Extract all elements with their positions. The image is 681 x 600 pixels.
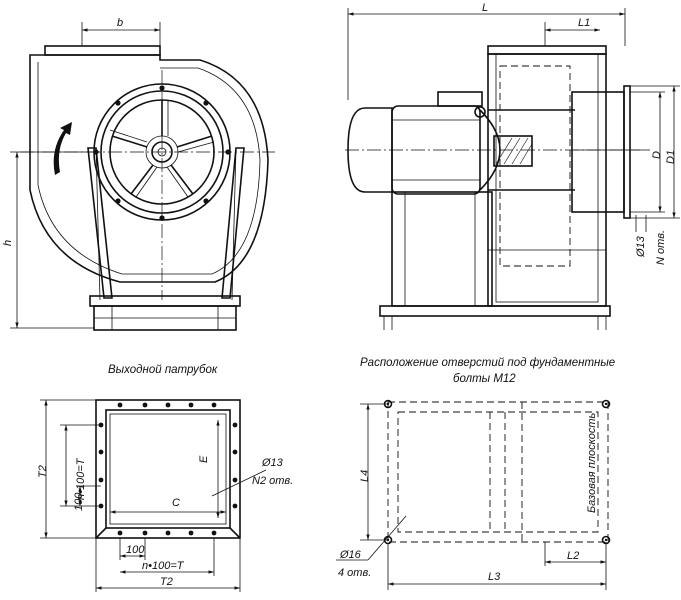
dim-E: E bbox=[198, 455, 210, 463]
outlet-view: T2 n•100=T 100 E C Ø13 N2 отв. 100 n•100… bbox=[37, 399, 293, 592]
caption-foundation-2: болты М12 bbox=[453, 373, 516, 385]
dim-C: C bbox=[172, 497, 180, 509]
dim-T2-bottom: T2 bbox=[160, 576, 173, 588]
dim-100-bottom: 100 bbox=[126, 544, 145, 556]
rotation-arrow-icon bbox=[53, 122, 72, 175]
caption-foundation-1: Расположение отверстий под фундаментные bbox=[360, 357, 615, 369]
dim-h: h bbox=[2, 240, 14, 246]
dim-D1: D1 bbox=[665, 150, 677, 164]
scroll-housing bbox=[29, 54, 269, 283]
foundation-outline bbox=[387, 401, 609, 543]
dim-L: L bbox=[482, 2, 488, 14]
dim-T2-left: T2 bbox=[37, 465, 49, 478]
dim-hole13-side: Ø13 bbox=[635, 235, 647, 258]
dim-holes-4: 4 отв. bbox=[338, 567, 371, 579]
dim-L3: L3 bbox=[488, 571, 501, 583]
foundation-view: Базовая плоскость L4 Ø16 4 отв. L2 L3 bbox=[336, 399, 611, 590]
dim-nT-left: n•100=T bbox=[75, 457, 87, 500]
base-plane-label: Базовая плоскость bbox=[586, 412, 598, 513]
dim-nT-bottom: n•100=T bbox=[142, 560, 185, 572]
motor-fan-cover bbox=[347, 107, 393, 193]
dim-hole16: Ø16 bbox=[339, 549, 362, 561]
dim-D: D bbox=[651, 151, 663, 159]
outlet-flange-outer bbox=[95, 399, 241, 539]
dim-b: b bbox=[117, 17, 123, 29]
dim-hole13-outlet: Ø13 bbox=[261, 457, 284, 469]
side-view: L L1 bbox=[345, 2, 680, 330]
dim-L2: L2 bbox=[567, 550, 579, 562]
dim-100-left: 100 bbox=[73, 492, 85, 511]
caption-outlet: Выходной патрубок bbox=[108, 364, 218, 376]
outlet-flange bbox=[44, 45, 161, 56]
dim-holes-N: N отв. bbox=[655, 230, 667, 265]
side-base bbox=[379, 305, 611, 317]
front-view: b h bbox=[2, 17, 275, 331]
dim-L1: L1 bbox=[578, 17, 590, 29]
dim-L4: L4 bbox=[359, 470, 371, 482]
dim-holes-N2: N2 отв. bbox=[252, 475, 293, 487]
